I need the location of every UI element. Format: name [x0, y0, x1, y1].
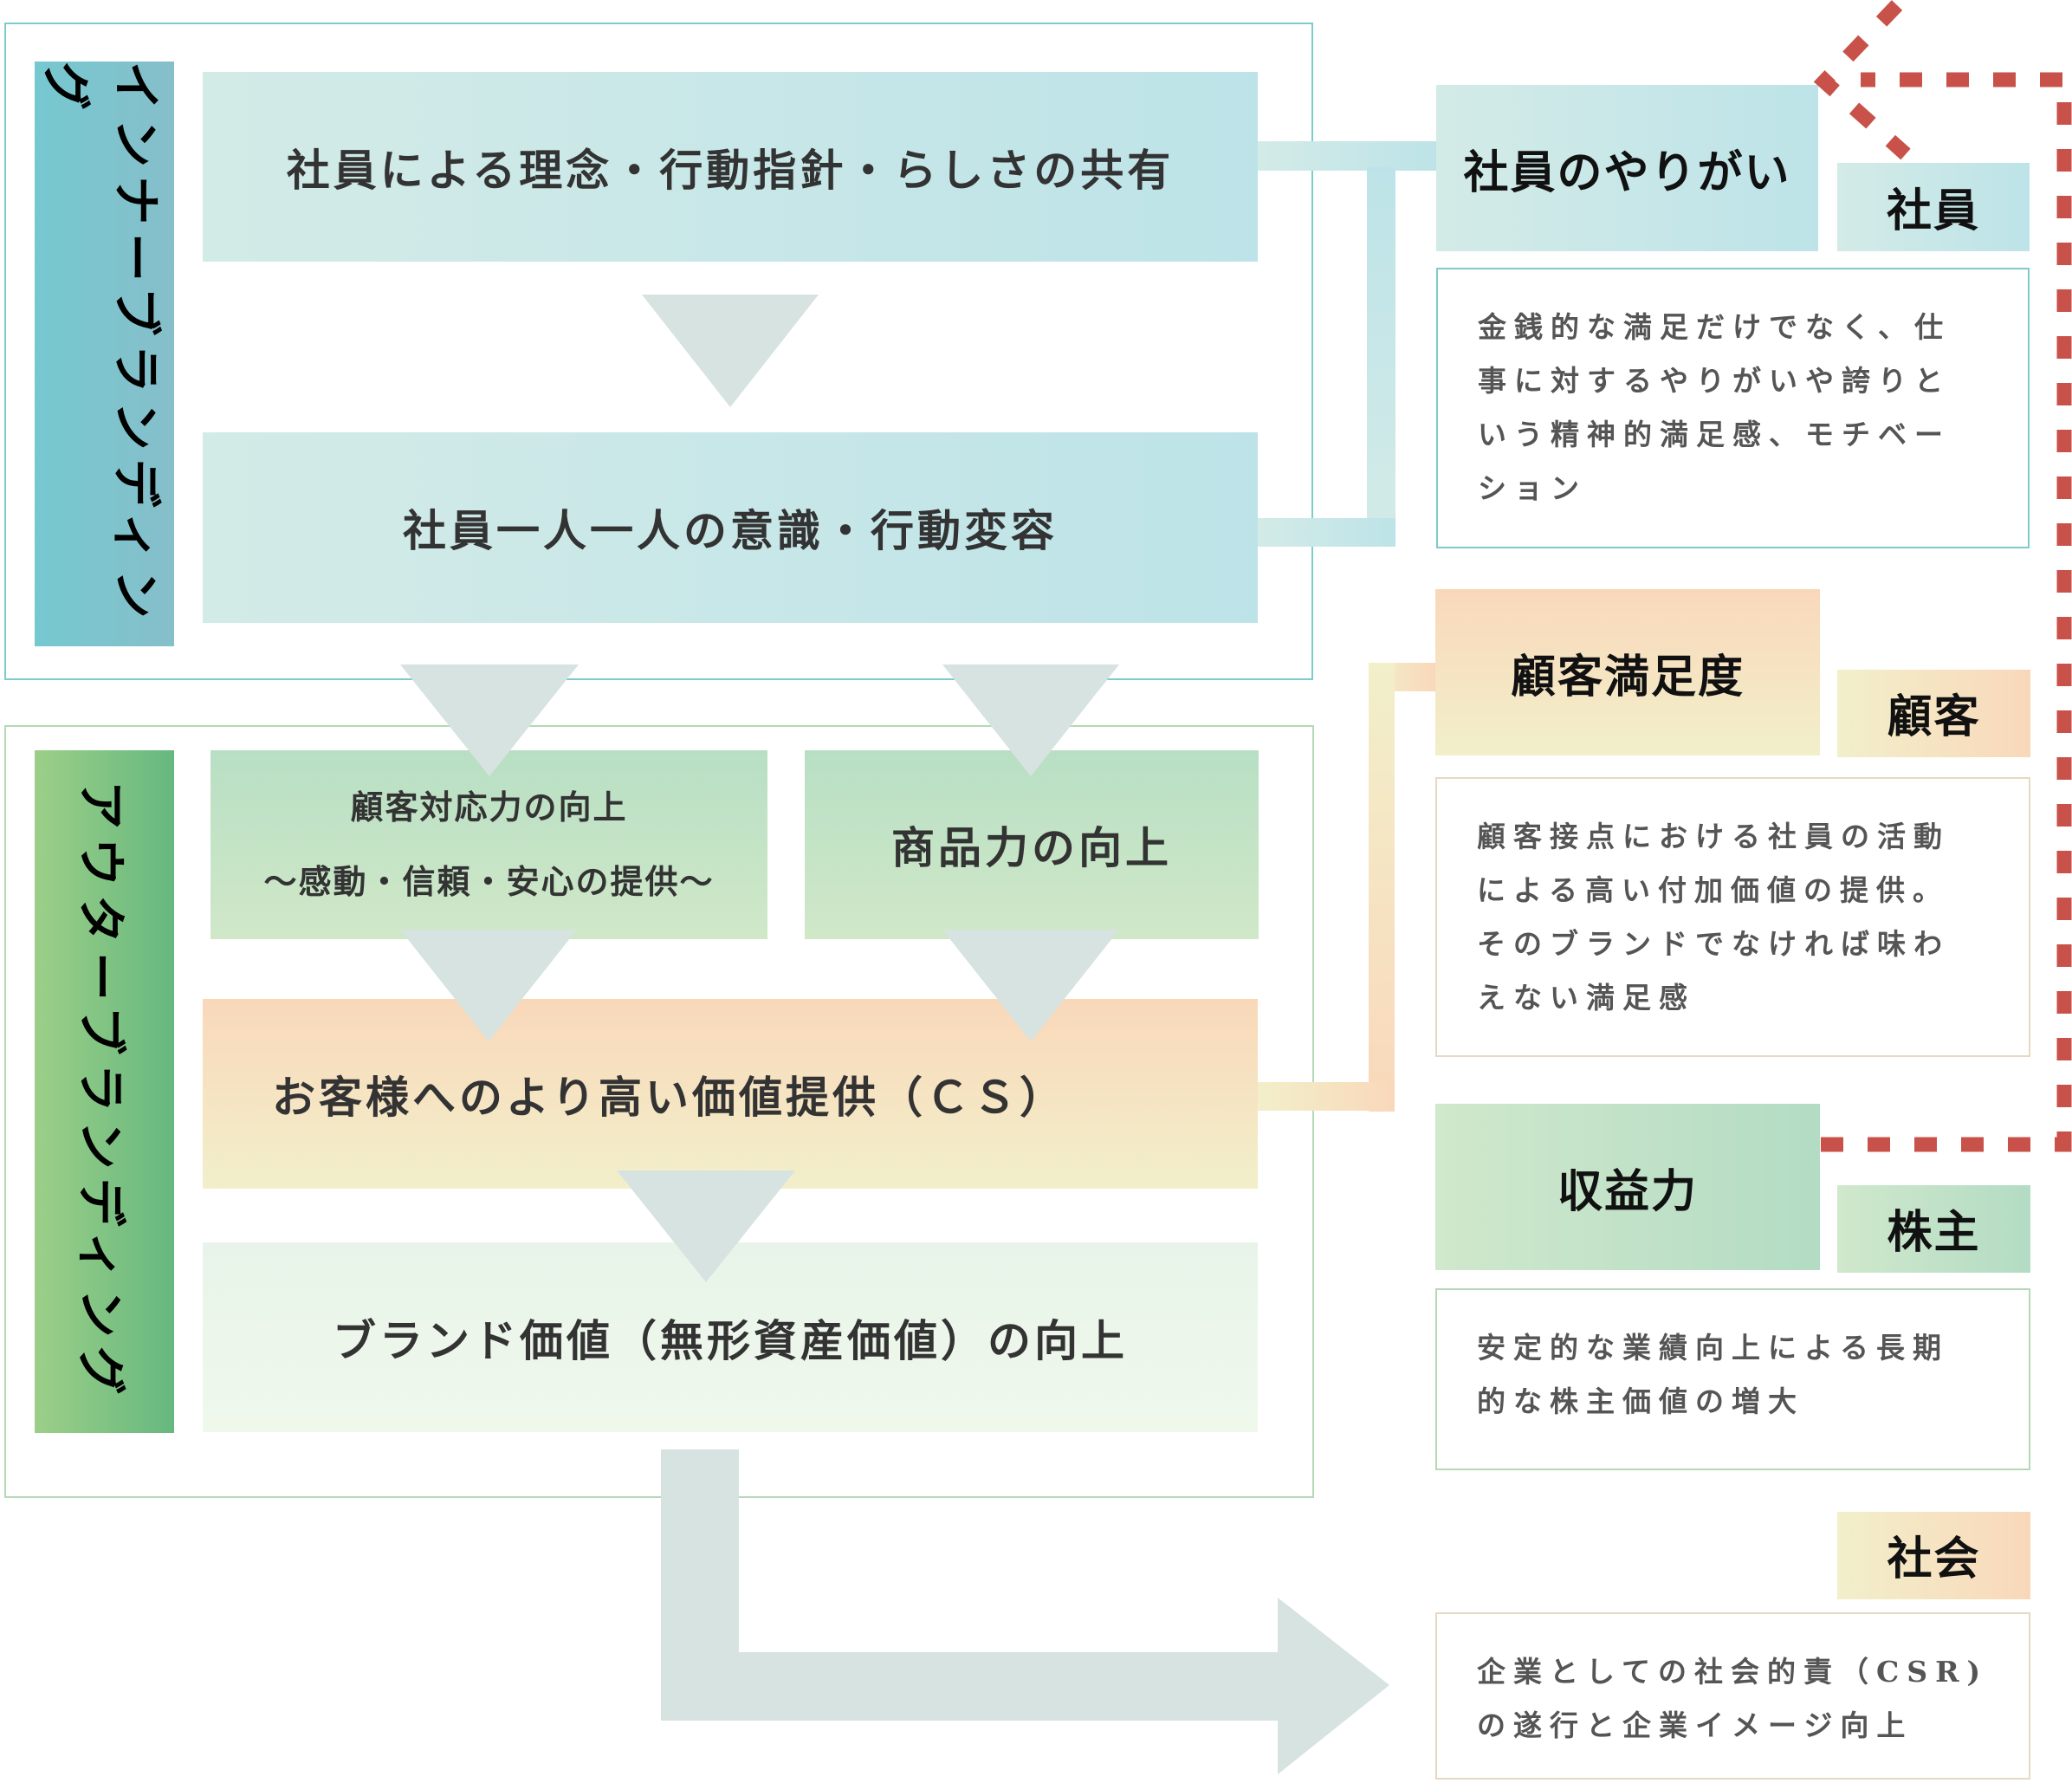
connector-line — [1369, 663, 1395, 1112]
outer-branding-label: アウターブランディング — [72, 780, 128, 1404]
description-line: 顧客接点における社員の活動 — [1477, 820, 1950, 853]
shareholder-tag: 株主 — [1837, 1185, 2030, 1273]
description-line: 企業としての社会的責（CSR) — [1477, 1655, 1989, 1689]
value-provision-text: お客様へのより高い価値提供（ＣＳ） — [272, 1071, 1066, 1123]
down-arrow-icon — [617, 1170, 795, 1282]
customer-tag: 顧客 — [1837, 670, 2030, 757]
shareholder-tag-text: 株主 — [1887, 1206, 1981, 1259]
description-line: 的な株主価値の増大 — [1477, 1384, 1804, 1418]
description-line: 金銭的な満足だけでなく、仕 — [1478, 310, 1951, 344]
outer-branding-frame — [4, 725, 1314, 1498]
description-line: えない満足感 — [1477, 981, 1695, 1015]
bent-arrow-shape — [661, 1449, 1389, 1774]
shareholder-outcome-box: 収益力 — [1435, 1104, 1820, 1270]
inner-branding-label: インナーブランディング — [36, 62, 164, 627]
description-line: ション — [1478, 471, 1587, 505]
product-power-text: 商品力の向上 — [891, 822, 1172, 873]
step-philosophy-sharing: 社員による理念・行動指針・らしさの共有 — [203, 72, 1258, 262]
brand-value-text: ブランド価値（無形資産価値）の向上 — [333, 1314, 1128, 1366]
society-description: 企業としての社会的責（CSR) の遂行と企業イメージ向上 — [1435, 1612, 2030, 1780]
customer-outcome-box: 顧客満足度 — [1435, 589, 1820, 755]
description-line: 安定的な業績向上による長期 — [1477, 1331, 1950, 1365]
employee-tag-text: 社員 — [1886, 185, 1980, 237]
society-tag: 社会 — [1837, 1512, 2030, 1599]
customer-description: 顧客接点における社員の活動 による高い付加価値の提供。 そのブランドでなければ味… — [1435, 777, 2030, 1057]
employee-outcome-box: 社員のやりがい — [1436, 85, 1818, 251]
shareholder-description: 安定的な業績向上による長期 的な株主価値の増大 — [1435, 1288, 2030, 1470]
step-philosophy-sharing-text: 社員による理念・行動指針・らしさの共有 — [286, 144, 1175, 196]
down-arrow-icon — [400, 665, 579, 776]
customer-response-subtitle: ～感動・信頼・安心の提供～ — [263, 862, 715, 901]
shareholder-outcome-text: 収益力 — [1557, 1164, 1698, 1218]
inner-branding-sidebar: インナーブランディング — [35, 62, 174, 646]
description-line: そのブランドでなければ味わ — [1477, 927, 1950, 961]
customer-tag-text: 顧客 — [1887, 691, 1981, 743]
down-arrow-icon — [400, 930, 577, 1041]
description-line: の遂行と企業イメージ向上 — [1477, 1708, 1913, 1742]
description-line: 事に対するやりがいや誇りと — [1478, 364, 1951, 398]
feedback-dashed-line — [1821, 72, 2072, 1152]
society-tag-text: 社会 — [1887, 1533, 1981, 1585]
down-arrow-icon — [642, 295, 819, 407]
description-line: による高い付加価値の提供。 — [1477, 873, 1950, 907]
step-behavior-change-text: 社員一人一人の意識・行動変容 — [403, 505, 1058, 556]
customer-response-box: 顧客対応力の向上 ～感動・信頼・安心の提供～ — [210, 750, 767, 939]
customer-outcome-text: 顧客満足度 — [1510, 650, 1745, 703]
product-power-box: 商品力の向上 — [805, 750, 1259, 939]
employee-description: 金銭的な満足だけでなく、仕 事に対するやりがいや誇りと いう精神的満足感、モチベ… — [1436, 268, 2030, 548]
down-arrow-icon — [942, 930, 1119, 1041]
connector-line — [1258, 518, 1395, 547]
connector-line — [1258, 1082, 1395, 1111]
outer-branding-sidebar: アウターブランディング — [35, 750, 174, 1433]
description-line: いう精神的満足感、モチベー — [1478, 418, 1951, 451]
employee-outcome-text: 社員のやりがい — [1463, 146, 1791, 199]
connector-line — [1367, 167, 1395, 547]
inner-branding-frame — [4, 23, 1313, 680]
feedback-arrowhead-icon — [1813, 0, 1911, 160]
customer-response-title: 顧客対応力の向上 — [350, 788, 628, 827]
step-behavior-change: 社員一人一人の意識・行動変容 — [203, 432, 1258, 623]
employee-tag: 社員 — [1837, 163, 2030, 251]
connector-line — [1258, 141, 1436, 171]
down-arrow-icon — [942, 665, 1119, 776]
